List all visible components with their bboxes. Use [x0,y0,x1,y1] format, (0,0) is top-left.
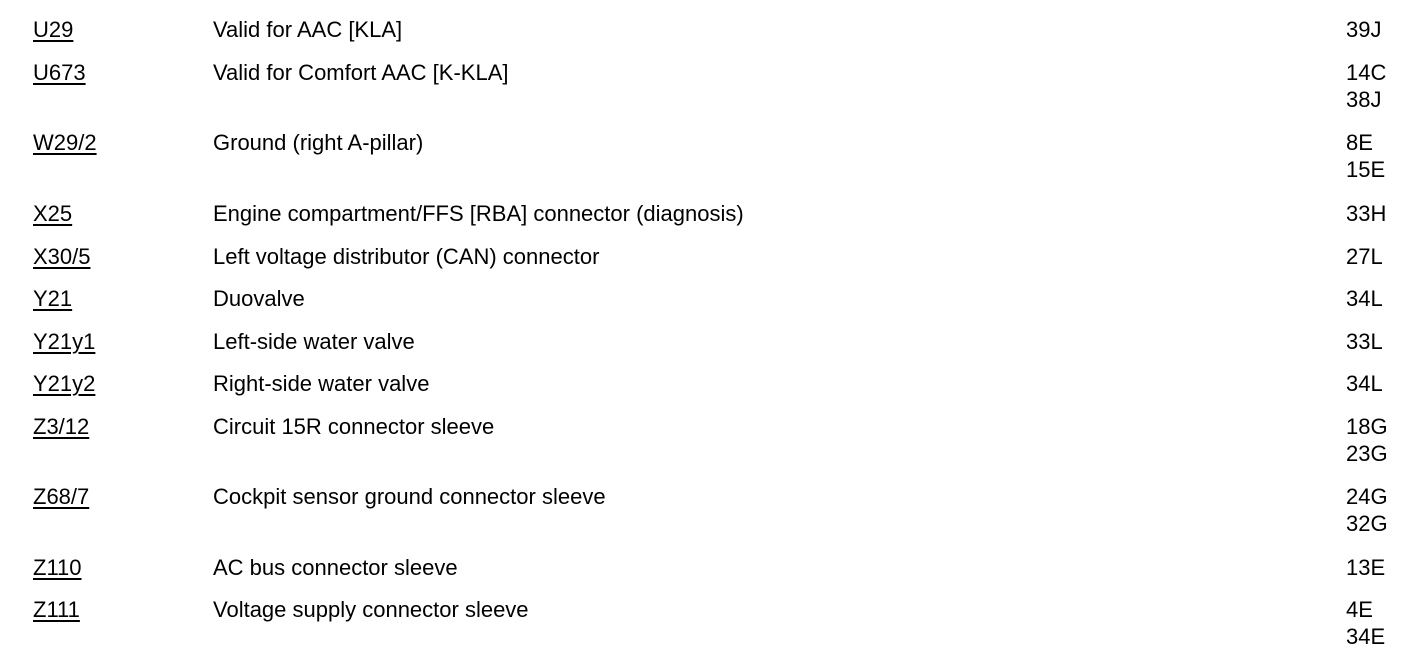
component-description: Right-side water valve [213,371,430,396]
grid-references: 27L [1346,243,1383,270]
legend-row: U673 Valid for Comfort AAC [K-KLA] 14C 3… [0,59,1408,129]
grid-references: 34L [1346,285,1383,312]
grid-reference: 4E [1346,597,1373,622]
grid-references: 13E [1346,554,1385,581]
legend-row: W29/2 Ground (right A-pillar) 8E 15E [0,129,1408,200]
legend-row: Z3/12 Circuit 15R connector sleeve 18G 2… [0,413,1408,483]
grid-references: 4E 34E [1346,596,1385,650]
component-code-link[interactable]: W29/2 [33,130,97,155]
legend-row: Z111 Voltage supply connector sleeve 4E … [0,596,1408,652]
grid-reference: 15E [1346,157,1386,182]
component-code-link[interactable]: Z68/7 [33,484,90,509]
component-description: Left-side water valve [213,329,415,354]
component-code-link[interactable]: Y21 [33,286,73,311]
grid-reference: 33L [1346,329,1383,354]
component-description: Engine compartment/FFS [RBA] connector (… [213,201,744,226]
grid-reference: 8E [1346,130,1373,155]
grid-reference: 34E [1346,624,1386,649]
grid-references: 14C 38J [1346,59,1386,113]
component-code-link[interactable]: Z110 [33,555,82,580]
legend-row: U29 Valid for AAC [KLA] 39J [0,16,1408,59]
grid-reference: 23G [1346,441,1388,466]
grid-references: 18G 23G [1346,413,1388,467]
component-description: Voltage supply connector sleeve [213,597,529,622]
legend-row: Z110 AC bus connector sleeve 13E [0,554,1408,596]
legend-row: Y21y2 Right-side water valve 34L [0,370,1408,413]
grid-references: 39J [1346,16,1381,43]
grid-reference: 38J [1346,87,1382,112]
legend-row: Y21y1 Left-side water valve 33L [0,328,1408,370]
component-description: Valid for AAC [KLA] [213,17,403,42]
component-description: Left voltage distributor (CAN) connector [213,244,600,269]
grid-reference: 27L [1346,244,1383,269]
component-code-link[interactable]: Y21y2 [33,371,96,396]
component-code-link[interactable]: U673 [33,60,86,85]
legend-row: Y21 Duovalve 34L [0,285,1408,328]
component-code-link[interactable]: X30/5 [33,244,91,269]
grid-reference: 33H [1346,201,1387,226]
component-description: Cockpit sensor ground connector sleeve [213,484,606,509]
grid-reference: 13E [1346,555,1386,580]
component-description: Circuit 15R connector sleeve [213,414,495,439]
grid-reference: 34L [1346,286,1383,311]
grid-reference: 39J [1346,17,1382,42]
component-description: Ground (right A-pillar) [213,130,424,155]
legend-row: Z68/7 Cockpit sensor ground connector sl… [0,483,1408,554]
component-code-link[interactable]: Y21y1 [33,329,96,354]
grid-reference: 14C [1346,60,1387,85]
grid-reference: 34L [1346,371,1383,396]
component-code-link[interactable]: Z111 [33,597,80,622]
grid-references: 24G 32G [1346,483,1388,537]
grid-reference: 24G [1346,484,1388,509]
grid-reference: 32G [1346,511,1388,536]
component-description: AC bus connector sleeve [213,555,458,580]
component-legend-table: U29 Valid for AAC [KLA] 39J U673 Valid f… [0,16,1408,652]
grid-references: 34L [1346,370,1383,397]
component-description: Valid for Comfort AAC [K-KLA] [213,60,509,85]
component-code-link[interactable]: U29 [33,17,74,42]
legend-row: X30/5 Left voltage distributor (CAN) con… [0,243,1408,285]
legend-row: X25 Engine compartment/FFS [RBA] connect… [0,200,1408,243]
component-description: Duovalve [213,286,305,311]
component-code-link[interactable]: Z3/12 [33,414,90,439]
component-code-link[interactable]: X25 [33,201,73,226]
grid-reference: 18G [1346,414,1388,439]
grid-references: 33L [1346,328,1383,355]
grid-references: 33H [1346,200,1386,227]
grid-references: 8E 15E [1346,129,1385,183]
